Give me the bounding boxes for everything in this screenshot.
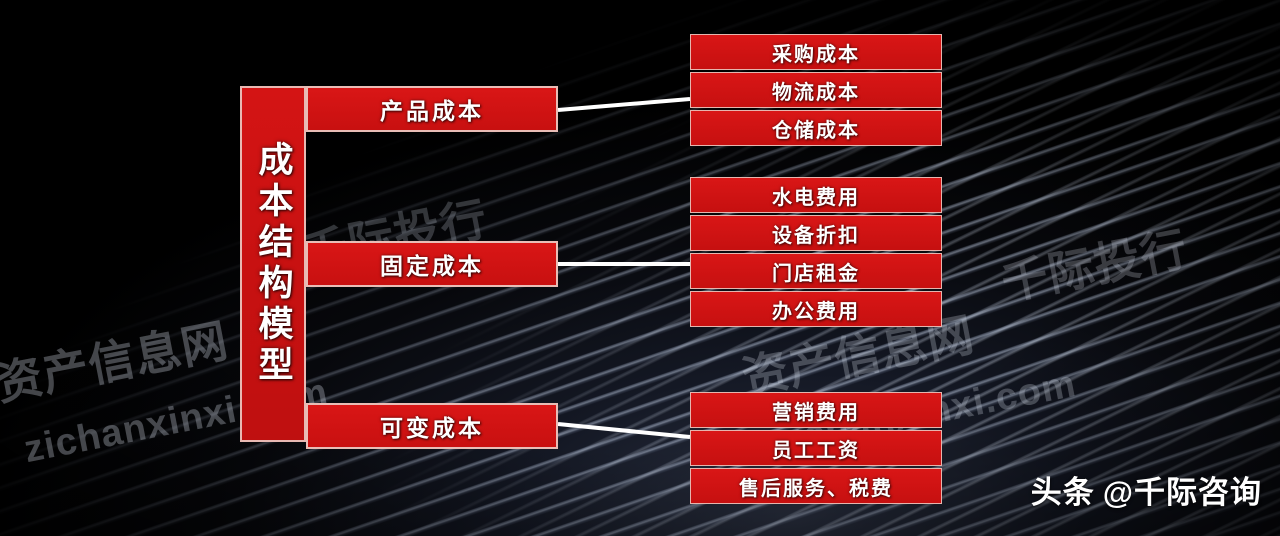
branch-node-variable-cost[interactable]: 可变成本 xyxy=(306,403,558,449)
branch-node-label: 产品成本 xyxy=(380,98,484,124)
leaf-node-label: 门店租金 xyxy=(772,262,860,285)
root-node-cost-structure-model[interactable]: 成本结构模型 xyxy=(240,86,306,442)
leaf-node[interactable]: 员工工资 xyxy=(690,430,942,466)
leaf-node-label: 采购成本 xyxy=(772,43,860,66)
leaf-node-label: 售后服务、税费 xyxy=(739,477,893,500)
brand-platform: 头条 xyxy=(1030,475,1095,510)
leaf-node-label: 办公费用 xyxy=(772,300,860,323)
brand-attribution: 头条 @千际咨询 xyxy=(1031,467,1262,512)
leaf-node-label: 仓储成本 xyxy=(772,119,860,142)
leaf-node-label: 员工工资 xyxy=(772,439,860,462)
leaf-node-label: 营销费用 xyxy=(772,401,860,424)
brand-handle: @千际咨询 xyxy=(1102,475,1262,510)
branch-node-label: 可变成本 xyxy=(380,415,484,441)
leaf-node[interactable]: 物流成本 xyxy=(690,72,942,108)
leaf-group-variable-cost: 营销费用 员工工资 售后服务、税费 xyxy=(690,392,942,504)
leaf-node[interactable]: 门店租金 xyxy=(690,253,942,289)
leaf-node[interactable]: 设备折扣 xyxy=(690,215,942,251)
leaf-node[interactable]: 水电费用 xyxy=(690,177,942,213)
branch-node-fixed-cost[interactable]: 固定成本 xyxy=(306,241,558,287)
leaf-node[interactable]: 采购成本 xyxy=(690,34,942,70)
leaf-node[interactable]: 营销费用 xyxy=(690,392,942,428)
leaf-node-label: 设备折扣 xyxy=(772,224,860,247)
branch-node-product-cost[interactable]: 产品成本 xyxy=(306,86,558,132)
leaf-node[interactable]: 售后服务、税费 xyxy=(690,468,942,504)
leaf-group-product-cost: 采购成本 物流成本 仓储成本 xyxy=(690,34,942,146)
leaf-node[interactable]: 办公费用 xyxy=(690,291,942,327)
leaf-group-fixed-cost: 水电费用 设备折扣 门店租金 办公费用 xyxy=(690,177,942,327)
root-node-label: 成本结构模型 xyxy=(253,141,293,387)
leaf-node[interactable]: 仓储成本 xyxy=(690,110,942,146)
leaf-node-label: 物流成本 xyxy=(772,81,860,104)
leaf-node-label: 水电费用 xyxy=(772,186,860,209)
branch-node-label: 固定成本 xyxy=(380,253,484,279)
